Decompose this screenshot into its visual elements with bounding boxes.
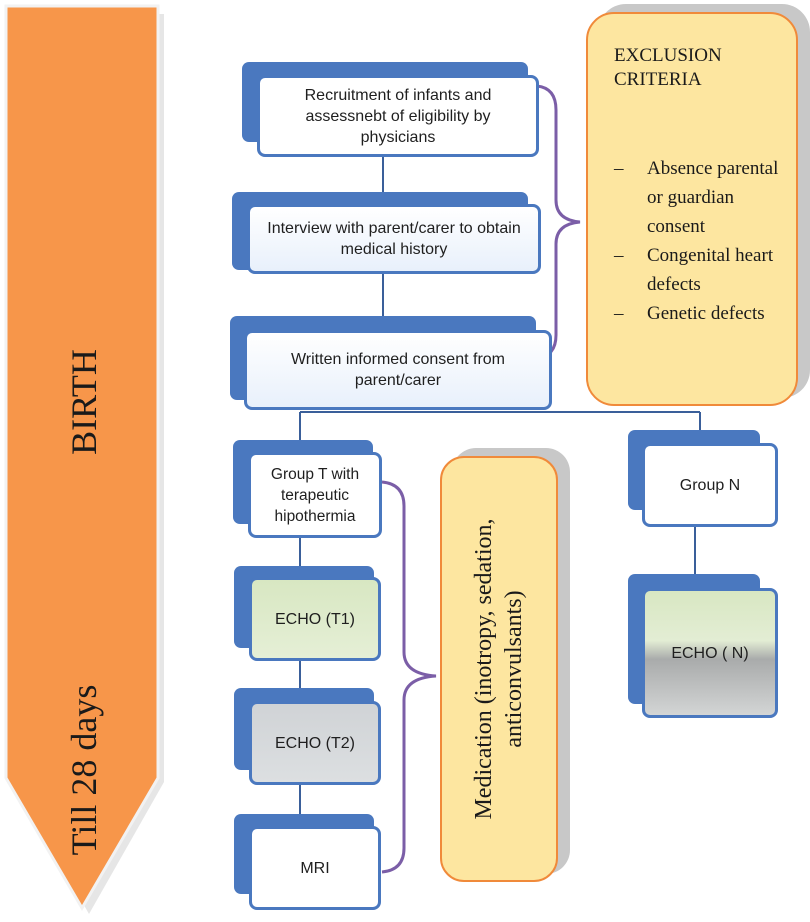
exclusion-item: Genetic defects — [614, 299, 782, 328]
consent-text: Written informed consent from parent/car… — [290, 351, 505, 389]
echo-t2-text: ECHO (T2) — [275, 734, 355, 752]
exclusion-item: Absence parental or guardian consent — [614, 154, 782, 241]
exclusion-criteria-box: EXCLUSION CRITERIA Absence parental or g… — [586, 12, 798, 406]
mri-box: MRI — [249, 826, 381, 910]
timeline-arrow — [4, 4, 160, 911]
group-n-box: Group N — [642, 443, 778, 527]
group-n-text: Group N — [679, 476, 741, 494]
till-28-days-label: Till 28 days — [64, 684, 104, 856]
recruitment-text: Recruitment of infants and assessnebt of… — [304, 86, 492, 146]
echo-t1-text: ECHO (T1) — [275, 610, 355, 628]
interview-box: Interview with parent/carer to obtain me… — [247, 204, 541, 274]
mri-text: MRI — [300, 859, 330, 877]
medication-box — [440, 456, 558, 882]
exclusion-title: EXCLUSION CRITERIA — [614, 45, 722, 90]
interview-text: Interview with parent/carer to obtain me… — [267, 220, 521, 258]
group-t-box: Group T with terapeutic hipothermia — [248, 452, 382, 538]
echo-t1-box: ECHO (T1) — [249, 577, 381, 661]
echo-n-box: ECHO ( N) — [642, 588, 778, 718]
echo-t2-box: ECHO (T2) — [249, 701, 381, 785]
recruitment-box: Recruitment of infants and assessnebt of… — [257, 75, 539, 157]
exclusion-list: Absence parental or guardian consent Con… — [614, 154, 782, 328]
medication-text: Medication (inotropy, sedation, anticonv… — [471, 518, 527, 820]
exclusion-item: Congenital heart defects — [614, 241, 782, 299]
medication-bracket — [381, 480, 437, 874]
echo-n-text: ECHO ( N) — [671, 644, 749, 662]
group-t-text: Group T with terapeutic hipothermia — [270, 465, 360, 525]
consent-box: Written informed consent from parent/car… — [244, 330, 552, 410]
birth-label: BIRTH — [64, 349, 104, 455]
exclusion-bracket — [536, 84, 581, 360]
